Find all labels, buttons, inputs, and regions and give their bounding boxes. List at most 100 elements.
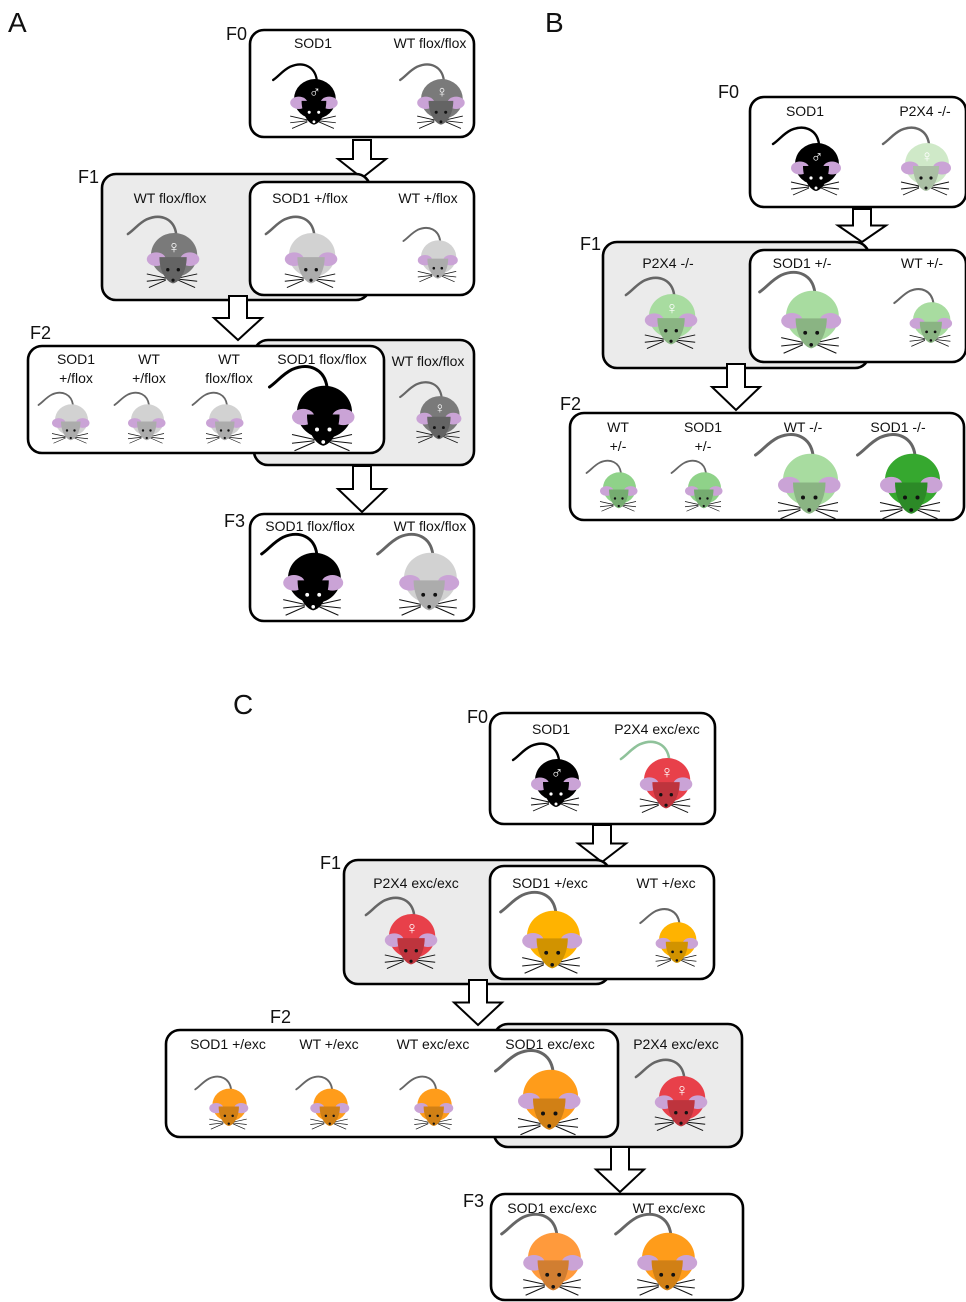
svg-text:♀: ♀ xyxy=(921,147,934,166)
panel-c-f2-female-label: P2X4 exc/exc xyxy=(633,1036,719,1052)
panel-c-f1-mouse-1-label: SOD1 +/exc xyxy=(512,875,588,891)
panel-a-f1-female-mouse: ♀ xyxy=(126,215,200,288)
panel-c-f3-mouse-1-label: SOD1 exc/exc xyxy=(507,1200,596,1216)
panel-c-arrow-f1-f2 xyxy=(451,979,505,1027)
panel-a-f3-mouse-2-label: WT flox/flox xyxy=(394,518,467,534)
panel-a-f0-mouse-1: ♂ xyxy=(271,63,338,129)
panel-a-f3-mouse-1 xyxy=(260,532,344,616)
panel-a-f2-mouse-3-line1: WT xyxy=(218,351,240,367)
panel-a-f2-mouse-2-line1: WT xyxy=(138,351,160,367)
panel-c-f1-mouse-2-label: WT +/exc xyxy=(636,875,695,891)
panel-b-f0-mouse-2: ♀ xyxy=(881,126,951,196)
panel-b-f1-mouse-2 xyxy=(893,288,953,347)
panel-c-f2-label: F2 xyxy=(270,1007,291,1027)
panel-b-f2-mouse-1-line1: WT xyxy=(607,419,629,435)
panel-a-f2-mouse-4 xyxy=(268,365,355,452)
panel-a-f2-mouse-2 xyxy=(113,391,166,444)
panel-b-f1-mouse-1 xyxy=(758,270,842,354)
panel-b-f2-mouse-4-label: SOD1 -/- xyxy=(870,419,926,435)
svg-text:♂: ♂ xyxy=(309,83,321,101)
panel-a-f1-mouse-1 xyxy=(264,215,338,288)
svg-text:♀: ♀ xyxy=(660,762,673,782)
panel-c-letter: C xyxy=(233,689,253,720)
panel-c-f2-mouse-1 xyxy=(194,1075,249,1130)
panel-a-letter: A xyxy=(8,7,27,38)
panel-c-f0-mouse-2: ♀ xyxy=(619,740,693,813)
panel-a-f2-female-label: WT flox/flox xyxy=(392,353,465,369)
panel-b: B F0 SOD1 P2X4 -/- ♂ ♀ F1 P2X4 -/- ♀ SOD… xyxy=(545,7,966,522)
panel-b-f0-mouse-2-label: P2X4 -/- xyxy=(899,103,951,119)
panel-a-f2-mouse-3-line2: flox/flox xyxy=(205,370,252,386)
panel-a-f2-mouse-1 xyxy=(37,391,90,444)
panel-b-f2-mouse-2-line1: SOD1 xyxy=(684,419,722,435)
panel-c-f0-mouse-1: ♂ xyxy=(511,742,581,812)
panel-a-arrow-f0-f1 xyxy=(335,139,389,180)
panel-c-f3-mouse-1 xyxy=(500,1212,584,1296)
panel-c-f3-label: F3 xyxy=(463,1191,484,1211)
svg-text:♀: ♀ xyxy=(665,298,678,318)
panel-b-f2-mouse-2 xyxy=(670,459,723,512)
panel-b-f2-mouse-2-line2: +/- xyxy=(695,438,712,454)
panel-a-f1-mouse-2-label: WT +/flox xyxy=(398,190,457,206)
panel-a-f2-mouse-4-label: SOD1 flox/flox xyxy=(277,351,366,367)
panel-c-f1-female-label: P2X4 exc/exc xyxy=(373,875,459,891)
panel-c-f2-mouse-2-label: WT +/exc xyxy=(299,1036,358,1052)
panel-b-f2-mouse-1-line2: +/- xyxy=(610,438,627,454)
svg-text:♀: ♀ xyxy=(405,918,418,938)
panel-a-f2-offspring-box xyxy=(26,344,386,455)
panel-a-f3-label: F3 xyxy=(224,511,245,531)
panel-b-f2-mouse-1 xyxy=(585,459,638,512)
panel-c-f1-mouse-2 xyxy=(639,908,699,967)
panel-c-f2-mouse-2 xyxy=(295,1075,350,1130)
panel-c-f2-mouse-1-label: SOD1 +/exc xyxy=(190,1036,266,1052)
svg-text:♂: ♂ xyxy=(811,147,824,166)
panel-a-f1-label: F1 xyxy=(78,167,99,187)
panel-c-f2-female-mouse: ♀ xyxy=(634,1058,708,1131)
panel-c-f2-mouse-3 xyxy=(399,1075,454,1130)
panel-c-f1-female-mouse: ♀ xyxy=(364,896,438,969)
svg-text:♀: ♀ xyxy=(167,237,180,257)
panel-a-f2-female-mouse: ♀ xyxy=(399,381,462,444)
svg-text:♀: ♀ xyxy=(436,83,448,101)
panel-b-f2-mouse-3 xyxy=(754,433,841,520)
panel-b-f2-mouse-3-label: WT -/- xyxy=(784,419,823,435)
panel-a: A F0 SOD1 WT flox/flox ♂ ♀ F1 WT flox/fl… xyxy=(8,7,476,623)
svg-text:♀: ♀ xyxy=(675,1080,688,1100)
panel-a-f1-mouse-1-label: SOD1 +/flox xyxy=(272,190,348,206)
panel-a-f2-mouse-1-line2: +/flox xyxy=(59,370,93,386)
panel-a-f3-mouse-2 xyxy=(376,532,460,616)
panel-c-f3-mouse-2 xyxy=(614,1212,698,1296)
panel-a-f0-mouse-1-label: SOD1 xyxy=(294,35,332,51)
panel-a-f3-mouse-1-label: SOD1 flox/flox xyxy=(265,518,354,534)
panel-b-f2-box xyxy=(568,411,966,522)
panel-a-f1-female-label: WT flox/flox xyxy=(134,190,207,206)
panel-a-f0-mouse-2: ♀ xyxy=(398,63,465,129)
svg-text:♀: ♀ xyxy=(434,400,445,417)
panel-a-f2-mouse-1-line1: SOD1 xyxy=(57,351,95,367)
panel-c-f2-mouse-3-label: WT exc/exc xyxy=(397,1036,470,1052)
panel-b-arrow-f0-f1 xyxy=(834,208,890,244)
panel-c-arrow-f2-f3 xyxy=(593,1146,647,1194)
panel-b-f1-mouse-1-label: SOD1 +/- xyxy=(773,255,832,271)
svg-text:♂: ♂ xyxy=(551,763,564,782)
panel-c-f2-mouse-4-label: SOD1 exc/exc xyxy=(505,1036,594,1052)
panel-b-f2-mouse-4 xyxy=(856,433,943,520)
panel-c-f1-label: F1 xyxy=(320,853,341,873)
panel-c-f3-mouse-2-label: WT exc/exc xyxy=(633,1200,706,1216)
panel-b-arrow-f1-f2 xyxy=(709,363,763,412)
panel-b-letter: B xyxy=(545,7,564,38)
panel-c-f2-mouse-4 xyxy=(494,1049,581,1136)
panel-a-f0-mouse-2-label: WT flox/flox xyxy=(394,35,467,51)
panel-b-f0-label: F0 xyxy=(718,82,739,102)
panel-b-f1-female-mouse: ♀ xyxy=(624,276,698,349)
panel-a-f2-mouse-2-line2: +/flox xyxy=(132,370,166,386)
panel-a-f0-label: F0 xyxy=(226,24,247,44)
panel-b-f0-mouse-1-label: SOD1 xyxy=(786,103,824,119)
panel-c-f2-offspring-box xyxy=(164,1028,620,1139)
panel-a-arrow-f1-f2 xyxy=(211,295,265,342)
panel-c-arrow-f0-f1 xyxy=(575,824,629,864)
panel-b-f1-label: F1 xyxy=(580,234,601,254)
panel-a-f2-label: F2 xyxy=(30,323,51,343)
panel-b-f1-female-label: P2X4 -/- xyxy=(642,255,694,271)
